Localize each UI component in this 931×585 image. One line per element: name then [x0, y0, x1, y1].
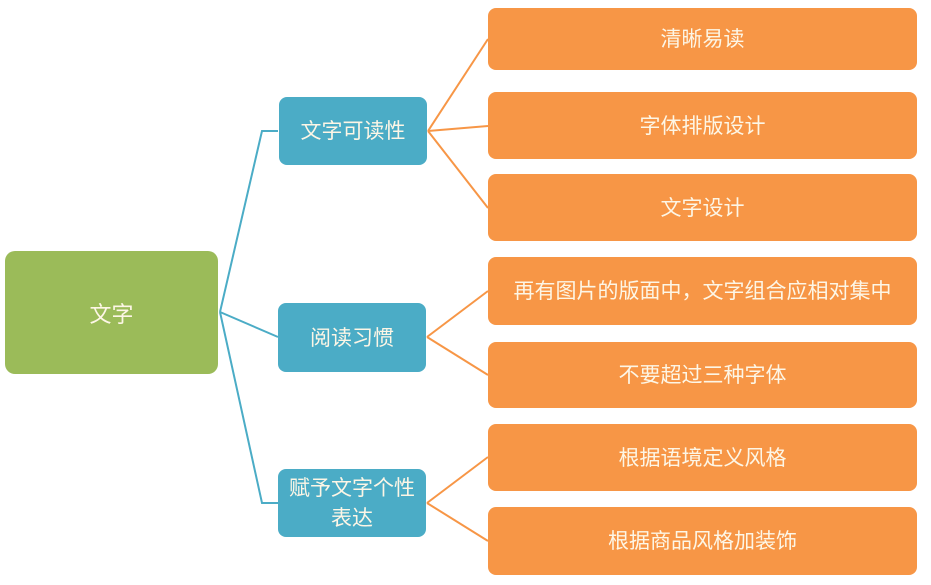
branch-node-personality[interactable]: 赋予文字个性表达 [278, 469, 426, 537]
leaf-node-context-style[interactable]: 根据语境定义风格 [488, 424, 917, 491]
leaf-node-typography[interactable]: 字体排版设计 [488, 92, 917, 159]
leaf-node-clear-readable[interactable]: 清晰易读 [488, 8, 917, 70]
branch-node-label: 赋予文字个性表达 [289, 476, 415, 530]
branch-1-connectors [427, 38, 489, 209]
leaf-node-product-decoration[interactable]: 根据商品风格加装饰 [488, 507, 917, 575]
leaf-node-label: 文字设计 [660, 195, 745, 220]
root-node-label: 文字 [89, 302, 134, 328]
branch-node-readability[interactable]: 文字可读性 [279, 97, 427, 165]
branch-node-label: 文字可读性 [300, 119, 406, 143]
leaf-node-max-three-fonts[interactable]: 不要超过三种字体 [488, 342, 917, 408]
root-connectors [219, 130, 279, 504]
leaf-node-label: 清晰易读 [660, 27, 745, 51]
branch-2-connectors [426, 290, 489, 376]
branch-node-reading-habits[interactable]: 阅读习惯 [278, 303, 426, 372]
leaf-node-concentrated-text[interactable]: 再有图片的版面中，文字组合应相对集中 [488, 257, 917, 325]
root-node[interactable]: 文字 [5, 251, 218, 374]
leaf-node-label: 不要超过三种字体 [618, 363, 787, 387]
leaf-node-label: 根据语境定义风格 [618, 445, 787, 470]
leaf-node-text-design[interactable]: 文字设计 [488, 174, 917, 241]
leaf-node-label: 再有图片的版面中，文字组合应相对集中 [513, 279, 892, 303]
branch-node-label: 阅读习惯 [310, 325, 394, 350]
leaf-node-label: 字体排版设计 [639, 113, 766, 138]
branch-3-connectors [426, 456, 489, 542]
leaf-node-label: 根据商品风格加装饰 [608, 529, 797, 553]
